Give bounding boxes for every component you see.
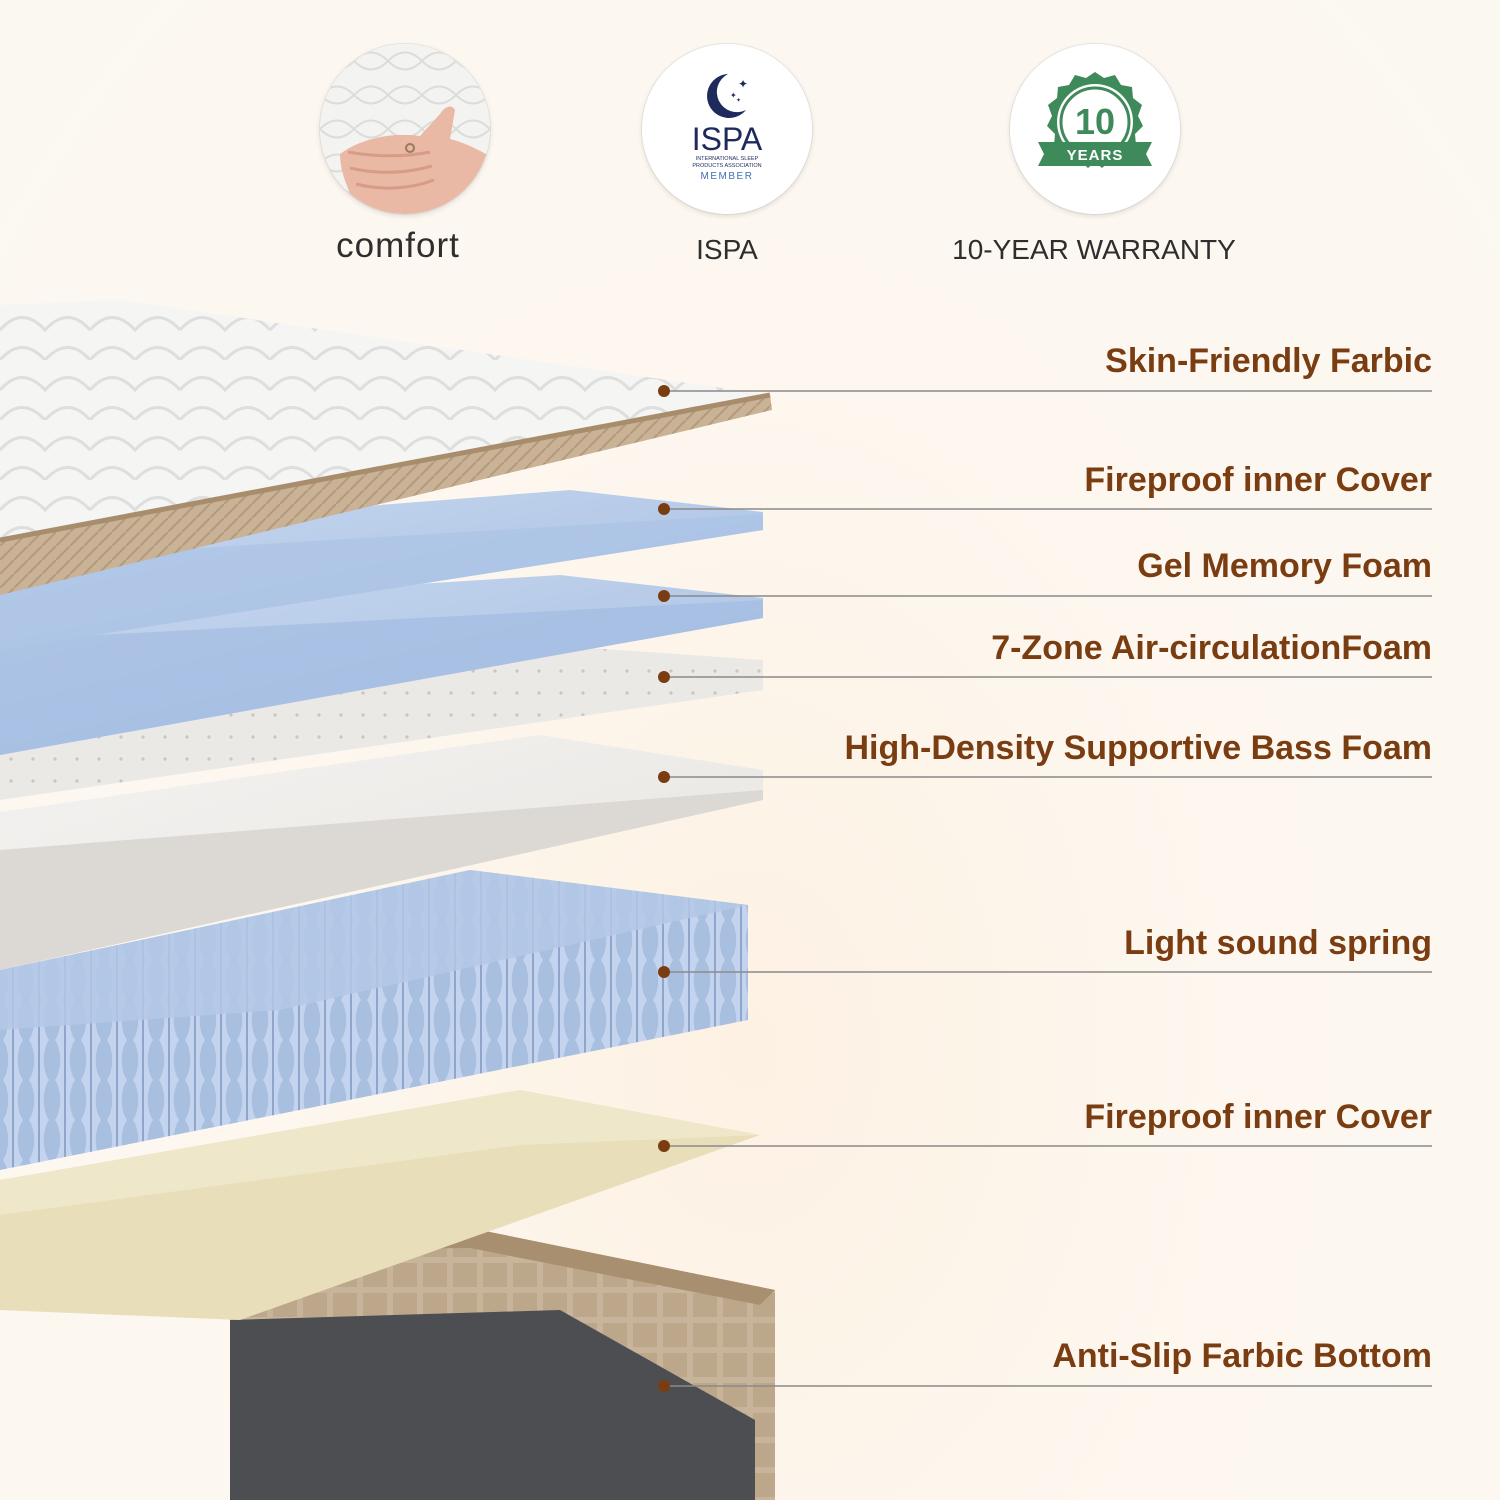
comfort-caption: comfort <box>336 226 460 265</box>
leader-fireproof-cover-bottom <box>658 1140 1432 1152</box>
svg-text:✦: ✦ <box>738 77 748 91</box>
comfort-badge <box>320 44 490 214</box>
label-air-circulation-foam: 7-Zone Air-circulationFoam <box>991 629 1432 667</box>
skin-friendly-fabric-layer <box>0 300 772 595</box>
ispa-logo-sub1: INTERNATIONAL SLEEP <box>696 156 759 162</box>
warranty-caption: 10-YEAR WARRANTY <box>952 234 1236 265</box>
pocket-spring-layer <box>0 870 748 1170</box>
ispa-logo-sub2: PRODUCTS ASSOCIATION <box>692 163 761 169</box>
seal-number: 10 <box>1075 101 1115 142</box>
leader-anti-slip-bottom <box>658 1380 1432 1392</box>
fireproof-cover-bottom-layer <box>0 1090 760 1320</box>
label-fireproof-cover-top: Fireproof inner Cover <box>1084 461 1432 499</box>
leader-gel-memory-foam <box>658 590 1432 602</box>
ispa-badge: ✦ ✦ ✦ ISPA INTERNATIONAL SLEEP PRODUCTS … <box>642 44 812 214</box>
leader-high-density-foam <box>658 771 1432 783</box>
hand-pressing-mattress-icon <box>320 44 490 214</box>
label-high-density-foam: High-Density Supportive Bass Foam <box>844 729 1432 767</box>
label-anti-slip-bottom: Anti-Slip Farbic Bottom <box>1052 1337 1432 1375</box>
svg-text:✦: ✦ <box>730 91 737 100</box>
warranty-badge: 10 YEARS <box>1010 44 1180 214</box>
seal-word: YEARS <box>1067 147 1124 164</box>
leader-light-sound-spring <box>658 966 1432 978</box>
ispa-logo-member: MEMBER <box>701 171 754 182</box>
leader-fireproof-cover-top <box>658 503 1432 515</box>
leader-skin-friendly-fabric <box>658 385 1432 397</box>
label-light-sound-spring: Light sound spring <box>1124 924 1432 962</box>
ispa-caption: ISPA <box>696 234 758 265</box>
label-fireproof-cover-bottom: Fireproof inner Cover <box>1084 1098 1432 1136</box>
leader-air-circulation-foam <box>658 671 1432 683</box>
high-density-foam-layer <box>0 735 763 970</box>
svg-text:✦: ✦ <box>736 97 741 104</box>
label-skin-friendly-fabric: Skin-Friendly Farbic <box>1105 342 1432 380</box>
crescent-moon-stars-icon: ✦ ✦ ✦ ISPA INTERNATIONAL SLEEP PRODUCTS … <box>642 44 812 214</box>
warranty-seal-icon: 10 YEARS <box>1010 44 1180 214</box>
label-gel-memory-foam: Gel Memory Foam <box>1137 547 1432 585</box>
ispa-logo-word: ISPA <box>692 121 763 157</box>
anti-slip-bottom-layer <box>230 1228 775 1500</box>
